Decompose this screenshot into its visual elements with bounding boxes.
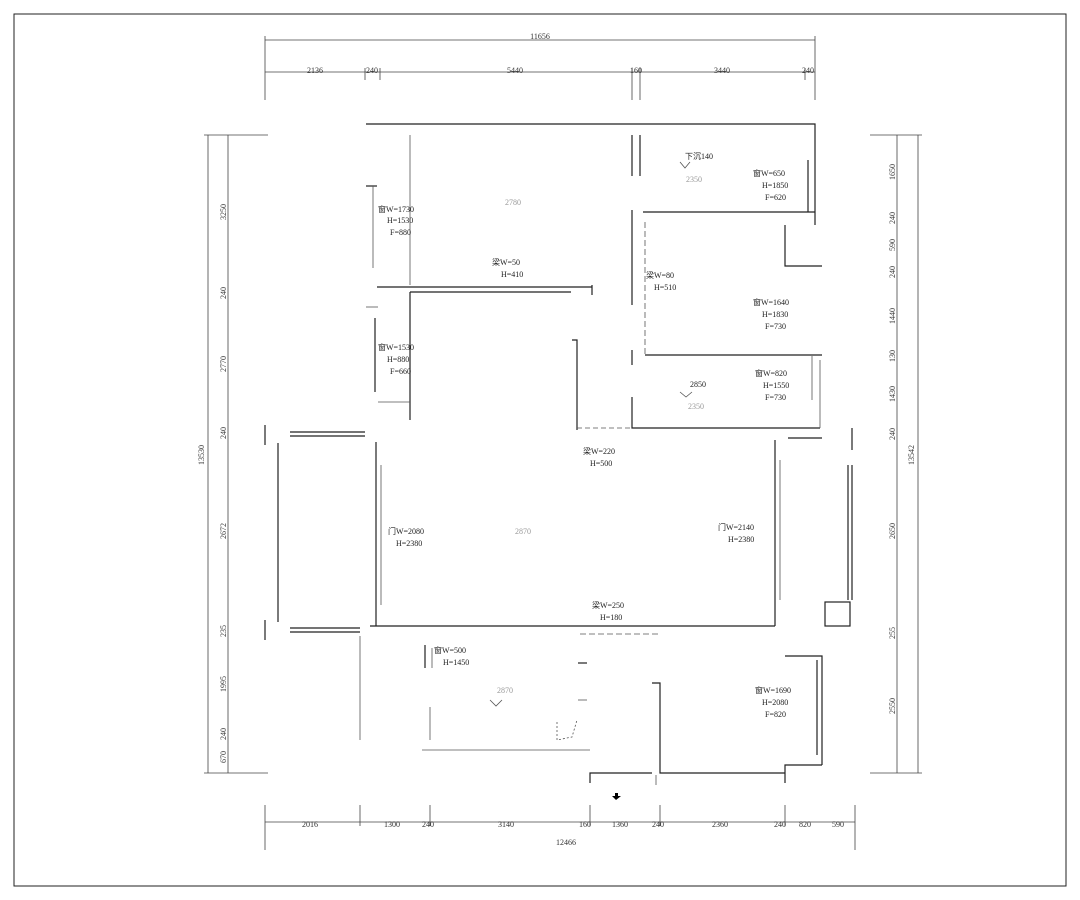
- dim-label: 1995: [219, 676, 228, 692]
- dim-label: 670: [219, 751, 228, 763]
- ceiling-height-label: 2870: [497, 686, 513, 695]
- window-annotation: F=880: [390, 228, 411, 237]
- window-annotation: H=1530: [387, 216, 413, 225]
- beam-annotation: H=410: [501, 270, 523, 279]
- dim-label: 240: [422, 820, 434, 829]
- drawing-frame: [13, 13, 1067, 887]
- beam-annotation: H=500: [590, 459, 612, 468]
- dim-label: 820: [799, 820, 811, 829]
- dim-label: 240: [366, 66, 378, 75]
- level-markers: [489, 161, 693, 707]
- window-annotation: H=1450: [443, 658, 469, 667]
- entrance-arrow-icon: [612, 793, 621, 800]
- beam-annotation: 梁W=50: [492, 258, 520, 267]
- left-total-dim: 13530: [197, 445, 206, 465]
- dim-label: 240: [888, 428, 897, 440]
- ceiling-height-label: 2780: [505, 198, 521, 207]
- window-annotation: 窗W=1690: [755, 685, 791, 695]
- dim-label: 1300: [384, 820, 400, 829]
- bottom-total-dim: 12466: [556, 838, 576, 847]
- dim-label: 1440: [888, 308, 897, 324]
- window-annotation: 窗W=500: [434, 645, 466, 655]
- window-annotation: F=660: [390, 367, 411, 376]
- annotations: 窗W=1730 H=1530 F=880 2780 梁W=50 H=410 窗W…: [378, 152, 791, 719]
- dim-label: 240: [888, 266, 897, 278]
- dim-label: 2550: [888, 698, 897, 714]
- window-annotation: H=1550: [763, 381, 789, 390]
- dim-label: 2650: [888, 523, 897, 539]
- dim-label: 130: [888, 350, 897, 362]
- beam-annotation: H=510: [654, 283, 676, 292]
- dim-label: 240: [774, 820, 786, 829]
- window-annotation: 窗W=1730: [378, 204, 414, 214]
- level-annotation: 2850: [690, 380, 706, 389]
- window-annotation: 窗W=1640: [753, 297, 789, 307]
- dim-label: 3250: [219, 204, 228, 220]
- dim-label: 240: [219, 287, 228, 299]
- window-annotation: H=1830: [762, 310, 788, 319]
- dim-label: 235: [219, 625, 228, 637]
- window-annotation: H=1850: [762, 181, 788, 190]
- dim-label: 240: [652, 820, 664, 829]
- door-annotation: H=2380: [396, 539, 422, 548]
- dim-label: 2360: [712, 820, 728, 829]
- window-annotation: F=820: [765, 710, 786, 719]
- dim-label: 2672: [219, 523, 228, 539]
- dim-label: 1360: [612, 820, 628, 829]
- dim-label: 3440: [714, 66, 730, 75]
- dim-label: 2136: [307, 66, 323, 75]
- door-annotation: H=2380: [728, 535, 754, 544]
- window-annotation: 窗W=820: [755, 368, 787, 378]
- dim-label: 5440: [507, 66, 523, 75]
- door-annotation: 门W=2140: [718, 522, 754, 532]
- window-annotation: F=730: [765, 322, 786, 331]
- dim-label: 240: [888, 212, 897, 224]
- window-annotation: 窗W=650: [753, 168, 785, 178]
- window-annotation: H=880: [387, 355, 409, 364]
- dim-label: 240: [802, 66, 814, 75]
- beam-annotation: H=180: [600, 613, 622, 622]
- beam-annotation: 梁W=80: [646, 271, 674, 280]
- dim-label: 3140: [498, 820, 514, 829]
- beam-annotation: 梁W=250: [592, 601, 624, 610]
- bottom-dimension-chain: 2016 1300 240 3140 160 1360 240 2360 240…: [264, 805, 856, 850]
- dim-label: 590: [832, 820, 844, 829]
- dim-label: 160: [579, 820, 591, 829]
- window-annotation: 窗W=1530: [378, 342, 414, 352]
- dim-label: 1650: [888, 164, 897, 180]
- dim-label: 255: [888, 627, 897, 639]
- dim-label: 160: [630, 66, 642, 75]
- level-annotation: 2350: [688, 402, 704, 411]
- window-annotation: H=2080: [762, 698, 788, 707]
- right-dimension-chain: 13542 1650 240 590 240 1440 130 1430 240…: [870, 134, 922, 774]
- dim-label: 590: [888, 239, 897, 251]
- left-dimension-chain: 13530 3250 240 2770 240 2672 235 1995 24…: [197, 134, 268, 774]
- dim-label: 1430: [888, 386, 897, 402]
- dim-label: 2770: [219, 356, 228, 372]
- top-total-dim: 11656: [530, 32, 550, 41]
- top-dimension-chain: 11656 2136 240 5440 160 3440 240: [264, 32, 816, 100]
- level-annotation: 下沉140: [685, 152, 713, 161]
- dim-label: 240: [219, 427, 228, 439]
- beam-annotation: 梁W=220: [583, 447, 615, 456]
- window-annotation: F=620: [765, 193, 786, 202]
- level-annotation: 2350: [686, 175, 702, 184]
- door-annotation: 门W=2080: [388, 526, 424, 536]
- dim-label: 240: [219, 728, 228, 740]
- walls: [264, 123, 853, 785]
- window-annotation: F=730: [765, 393, 786, 402]
- right-total-dim: 13542: [907, 445, 916, 465]
- dim-label: 2016: [302, 820, 318, 829]
- ceiling-height-label: 2870: [515, 527, 531, 536]
